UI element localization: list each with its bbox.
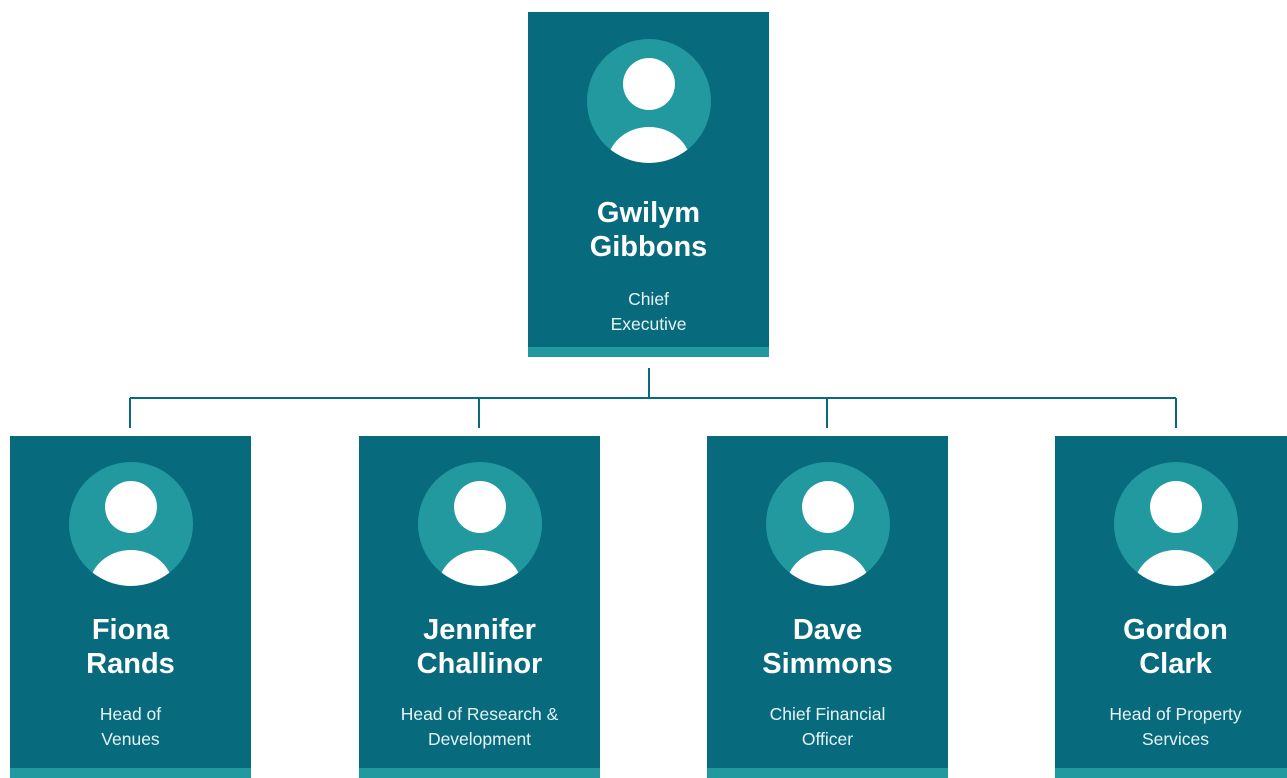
person-avatar-icon	[69, 462, 193, 586]
org-card-child-3: Dave Simmons Chief Financial Officer	[707, 436, 948, 778]
card-role: Chief Financial Officer	[769, 704, 886, 749]
card-name: Dave Simmons	[762, 614, 893, 680]
card-accent-bar	[359, 768, 600, 778]
card-role: Head of Property Services	[1109, 704, 1242, 749]
card-role: Head of Research & Development	[400, 704, 559, 749]
person-avatar-icon	[587, 39, 711, 163]
card-name: Jennifer Challinor	[416, 614, 543, 680]
card-name: Gwilym Gibbons	[589, 197, 708, 263]
card-name: Fiona Rands	[86, 614, 175, 680]
card-accent-bar	[10, 768, 251, 778]
card-accent-bar	[1055, 768, 1287, 778]
org-card-child-4: Gordon Clark Head of Property Services	[1055, 436, 1287, 778]
org-card-child-2: Jennifer Challinor Head of Research & De…	[359, 436, 600, 778]
person-avatar-icon	[1114, 462, 1238, 586]
org-card-child-1: Fiona Rands Head of Venues	[10, 436, 251, 778]
card-name: Gordon Clark	[1123, 614, 1228, 680]
person-avatar-icon	[418, 462, 542, 586]
card-accent-bar	[707, 768, 948, 778]
card-role: Chief Executive	[610, 289, 687, 334]
person-avatar-icon	[766, 462, 890, 586]
org-card-root: Gwilym Gibbons Chief Executive	[528, 12, 769, 357]
card-accent-bar	[528, 347, 769, 357]
card-role: Head of Venues	[99, 704, 162, 749]
